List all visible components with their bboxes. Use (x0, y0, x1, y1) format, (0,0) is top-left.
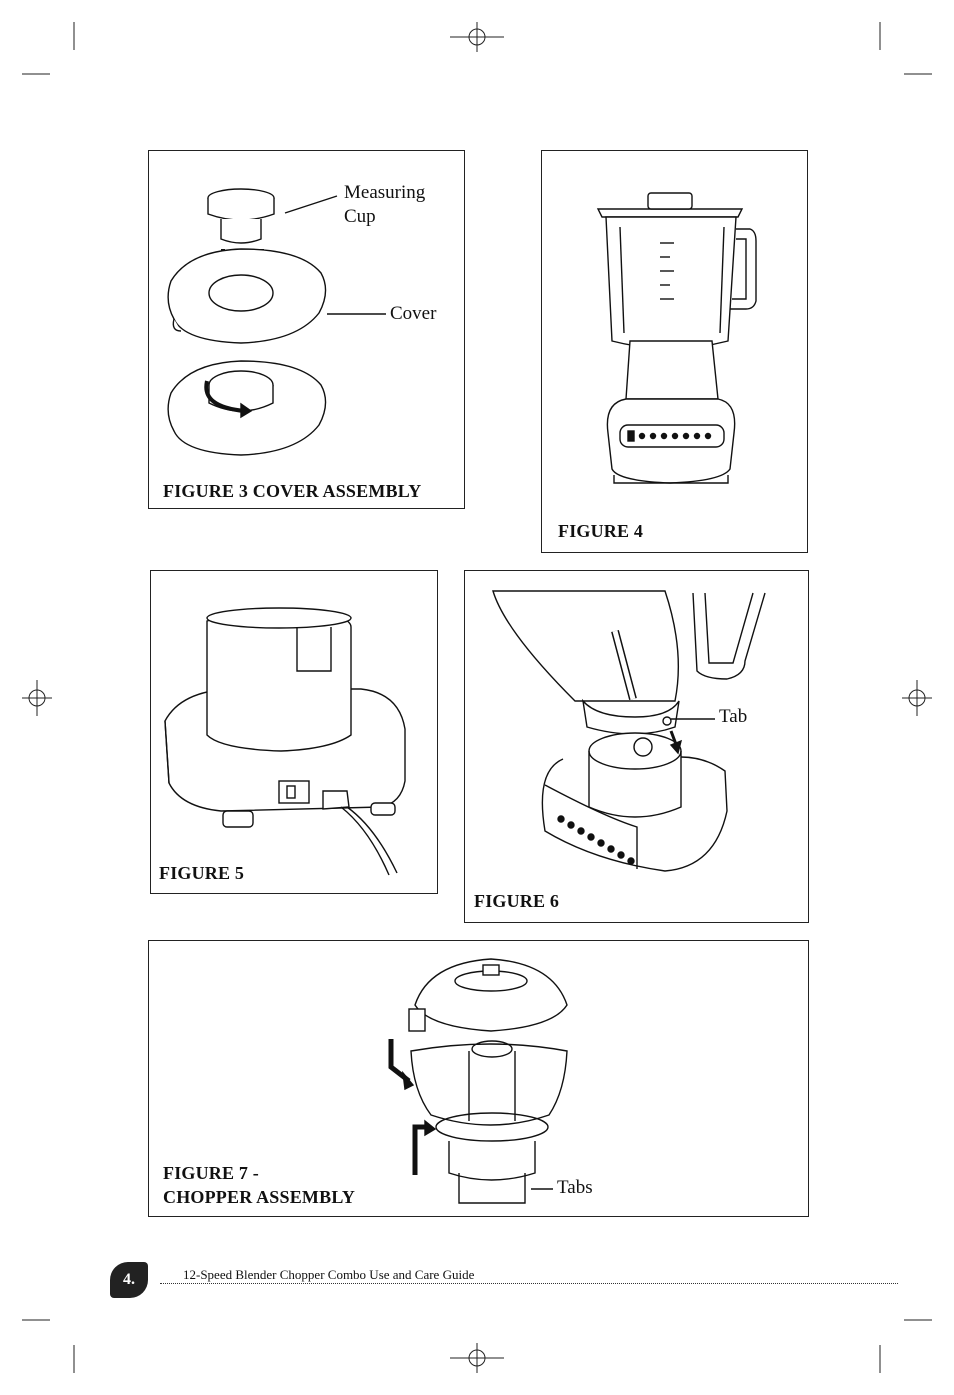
motor-base-illustration (164, 607, 406, 876)
footer-title: 12-Speed Blender Chopper Combo Use and C… (183, 1267, 475, 1282)
tab-label: Tab (719, 706, 748, 727)
chopper-assembly-illustration (388, 958, 568, 1204)
figure-7-panel: Tabs FIGURE 7 - CHOPPER ASSEMBLY (148, 940, 809, 1217)
figure-5-panel: FIGURE 5 (150, 570, 438, 894)
figure-3-panel: Measuring Cup Cover FIGURE 3 COVER ASSEM… (148, 150, 465, 509)
measuring-cup-label: Measuring Cup (344, 182, 426, 227)
figure-6-caption: FIGURE 6 (474, 891, 560, 911)
figure-4-panel: FIGURE 4 (541, 150, 808, 553)
figure-5-caption: FIGURE 5 (159, 863, 245, 883)
figure-4-caption: FIGURE 4 (558, 521, 644, 541)
page-number-badge: 4. (110, 1262, 148, 1298)
figure-7-caption: FIGURE 7 - CHOPPER ASSEMBLY (163, 1163, 356, 1207)
footer-dotted-rule (160, 1283, 898, 1284)
jar-mount-illustration (492, 590, 766, 872)
figure-3-caption: FIGURE 3 COVER ASSEMBLY (163, 481, 422, 501)
figure-6-panel: Tab FIGURE 6 (464, 570, 809, 923)
cover-label: Cover (390, 303, 437, 324)
tabs-label: Tabs (557, 1177, 593, 1198)
blender-illustration (596, 192, 757, 484)
cover-assembly-illustration (167, 188, 386, 456)
